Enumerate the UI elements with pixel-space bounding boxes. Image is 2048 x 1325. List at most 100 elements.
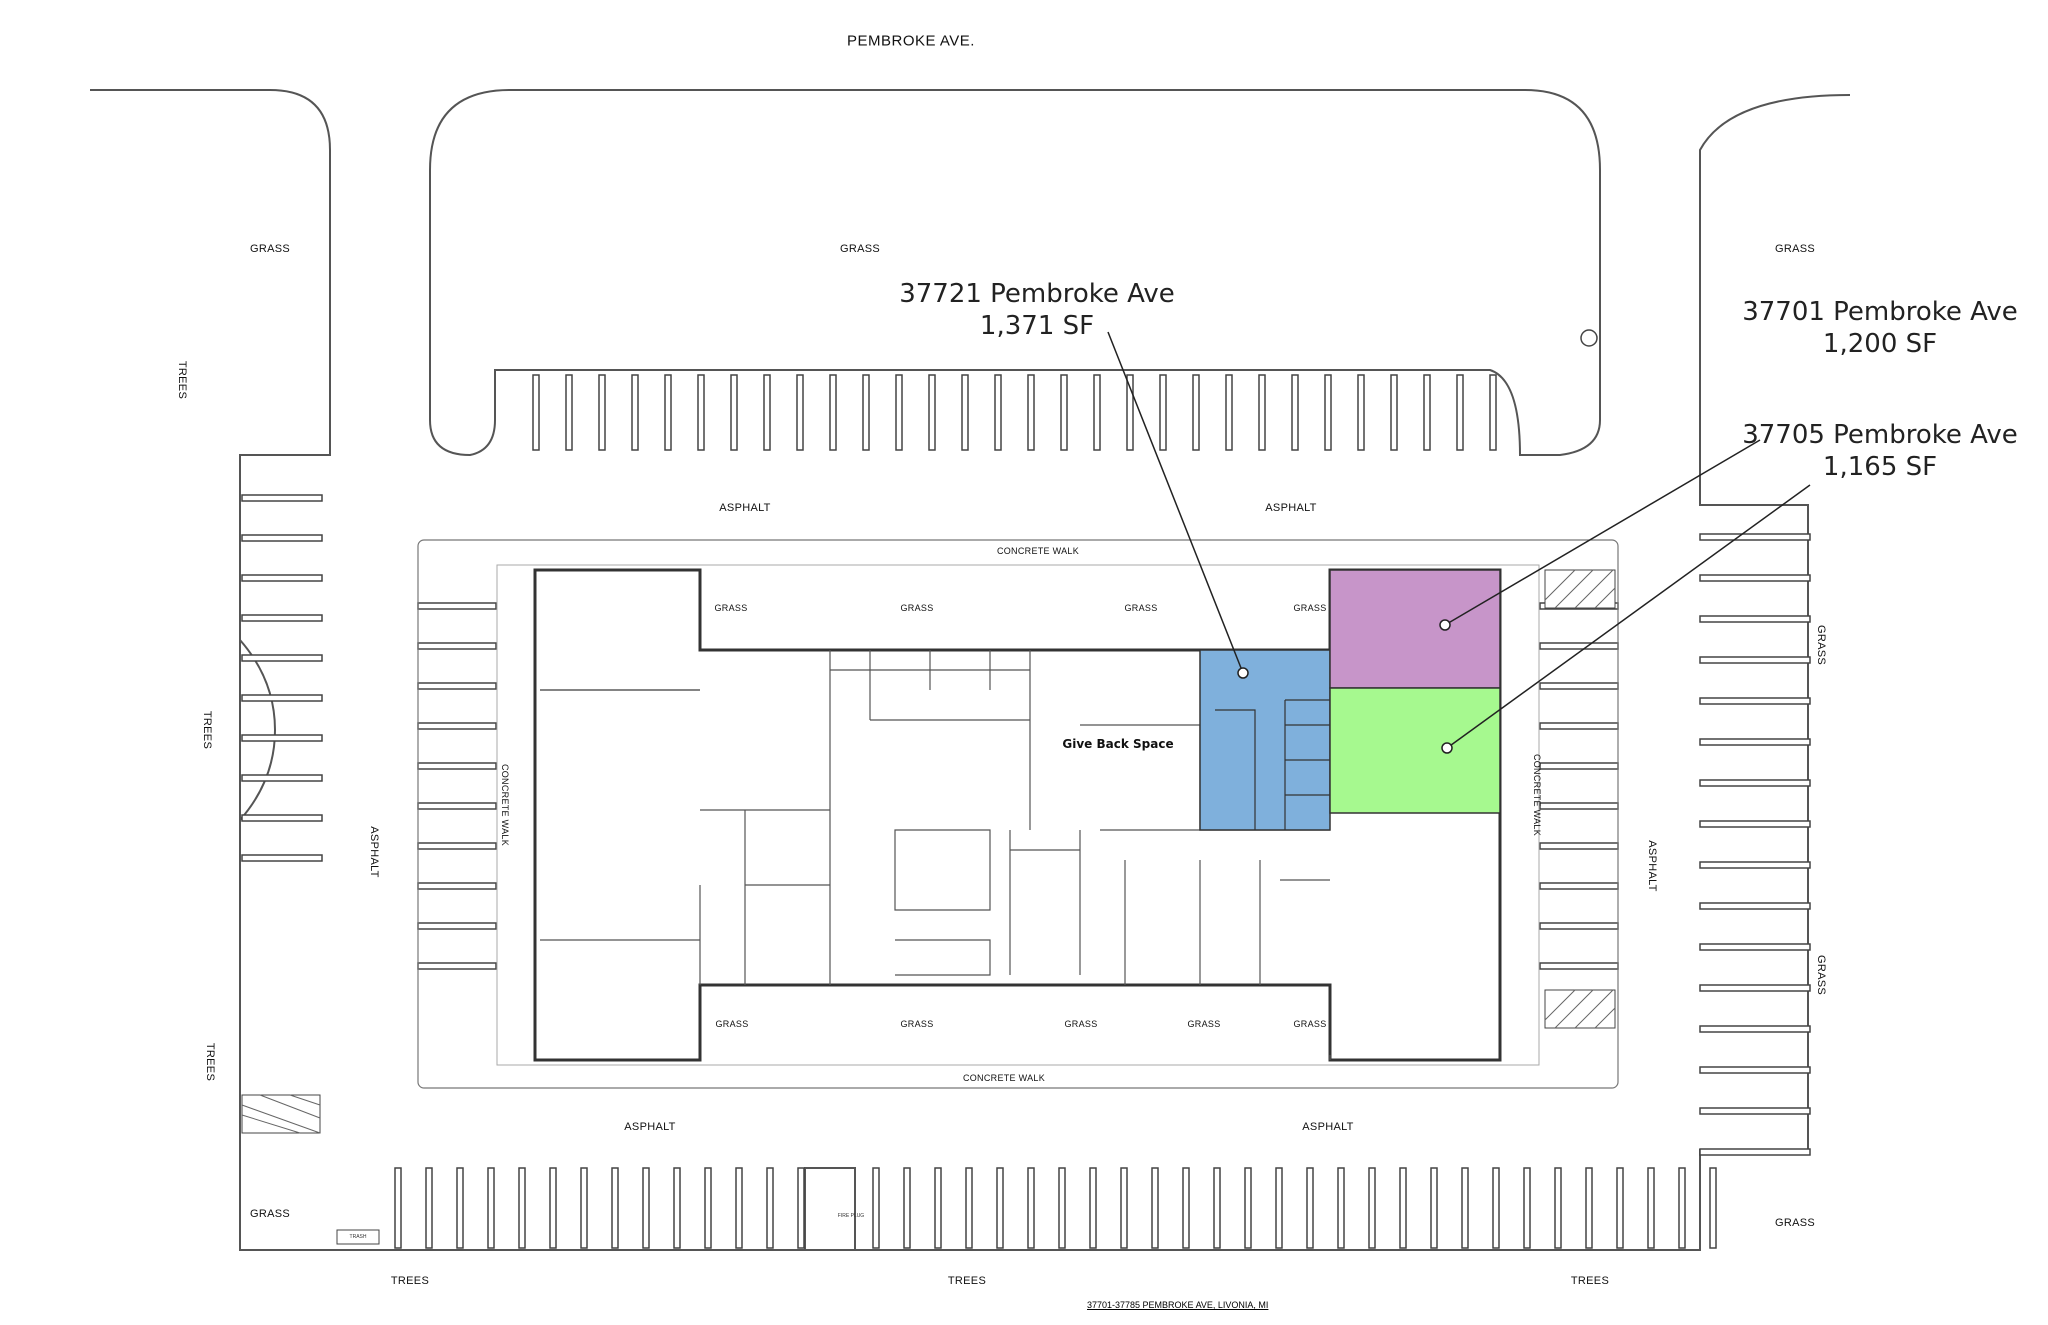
parking-stall [1423,374,1431,451]
north-island [429,89,1601,457]
grass-label: GRASS [1293,603,1327,613]
grass-label: GRASS [839,243,881,255]
grass-label: GRASS [249,1208,291,1220]
parking-stall [1699,1025,1811,1033]
parking-stall [1337,1167,1345,1249]
parking-stall [1244,1167,1252,1249]
parking-stall [1093,374,1101,451]
trees-label: TREES [204,1042,216,1082]
trash-enclosure [336,1229,380,1245]
parking-stall [1699,574,1811,582]
parking-stall [487,1167,495,1249]
parking-stall [872,1167,880,1249]
parking-stall [1539,762,1619,770]
west-tree-bump [239,639,277,821]
parking-stall [1699,1066,1811,1074]
parking-stall [1523,1167,1531,1249]
south-parking-stalls [394,1167,1717,1249]
parking-stall [730,374,738,451]
parking-stall [1291,374,1299,451]
trees-label: TREES [176,360,188,400]
parking-stall [417,922,497,930]
parking-stall [965,1167,973,1249]
parking-stall [928,374,936,451]
parking-stall [1554,1167,1562,1249]
parking-stall [1539,802,1619,810]
west-parking-stalls [241,494,323,862]
south-boundary [320,1167,856,1251]
grass-label: GRASS [1187,1019,1221,1029]
parking-stall [1027,1167,1035,1249]
parking-stall [417,842,497,850]
parking-stall [1399,1167,1407,1249]
callout-37701: 37701 Pembroke Ave 1,200 SF [1742,296,2018,360]
parking-stall [394,1167,402,1249]
parking-stall [1058,1167,1066,1249]
parking-stall [797,1167,805,1249]
parking-stall [631,374,639,451]
parking-stall [241,534,323,542]
parking-stall [1492,1167,1500,1249]
parking-stall [241,494,323,502]
parking-stall [673,1167,681,1249]
parking-stall [241,774,323,782]
parking-stall [829,374,837,451]
east-inner-stalls [1539,602,1619,970]
callout-37721: 37721 Pembroke Ave 1,371 SF [899,278,1175,342]
parking-stall [1126,374,1134,451]
concrete-walk-outline [417,539,1619,1089]
callout-area: 1,371 SF [979,311,1095,341]
parking-stall [598,374,606,451]
suite-37721-walls [1215,699,1330,830]
callout-37705: 37705 Pembroke Ave 1,165 SF [1742,419,2018,483]
concrete-walk-label: CONCRETE WALK [1532,753,1542,837]
parking-stall [417,962,497,970]
parking-stall [1275,1167,1283,1249]
grass-label: GRASS [1815,624,1827,666]
parking-stall [1699,984,1811,992]
parking-stall [1699,1148,1811,1156]
parking-stall [1678,1167,1686,1249]
parking-stall [1182,1167,1190,1249]
parking-stall [241,814,323,822]
parking-stall [1699,902,1811,910]
parking-stall [1489,374,1497,451]
parking-stall [241,614,323,622]
grass-label: GRASS [714,603,748,613]
parking-stall [1539,642,1619,650]
parking-stall [1699,943,1811,951]
parking-stall [532,374,540,451]
parking-stall [1699,738,1811,746]
fire-plug-label: FIRE PLUG [837,1213,865,1219]
trees-label: TREES [201,710,213,750]
parking-stall [1430,1167,1438,1249]
parking-stall [241,654,323,662]
parking-stall [697,374,705,451]
grass-label: GRASS [249,243,291,255]
grass-label: GRASS [1064,1019,1098,1029]
asphalt-label: ASPHALT [368,826,380,878]
parking-stall [903,1167,911,1249]
parking-stall [1539,722,1619,730]
east-parking-stalls [1699,533,1811,1156]
parking-stall [994,374,1002,451]
parking-stall [1699,615,1811,623]
parking-stall [417,802,497,810]
parking-stall [1647,1167,1655,1249]
parking-stall [1357,374,1365,451]
parking-stall [611,1167,619,1249]
grass-label: GRASS [715,1019,749,1029]
parking-stall [664,374,672,451]
parking-stall [1324,374,1332,451]
west-inner-stalls [417,602,497,970]
parking-stall [1709,1167,1717,1249]
parking-stall [1539,842,1619,850]
parking-stall [417,602,497,610]
parking-stall [1089,1167,1097,1249]
suite-37701-area [1329,569,1501,689]
inner-walk-line [496,564,1540,1066]
suite-37705-area [1329,687,1501,814]
grass-label: GRASS [1293,1019,1327,1029]
parking-stall [1616,1167,1624,1249]
parking-stall [766,1167,774,1249]
